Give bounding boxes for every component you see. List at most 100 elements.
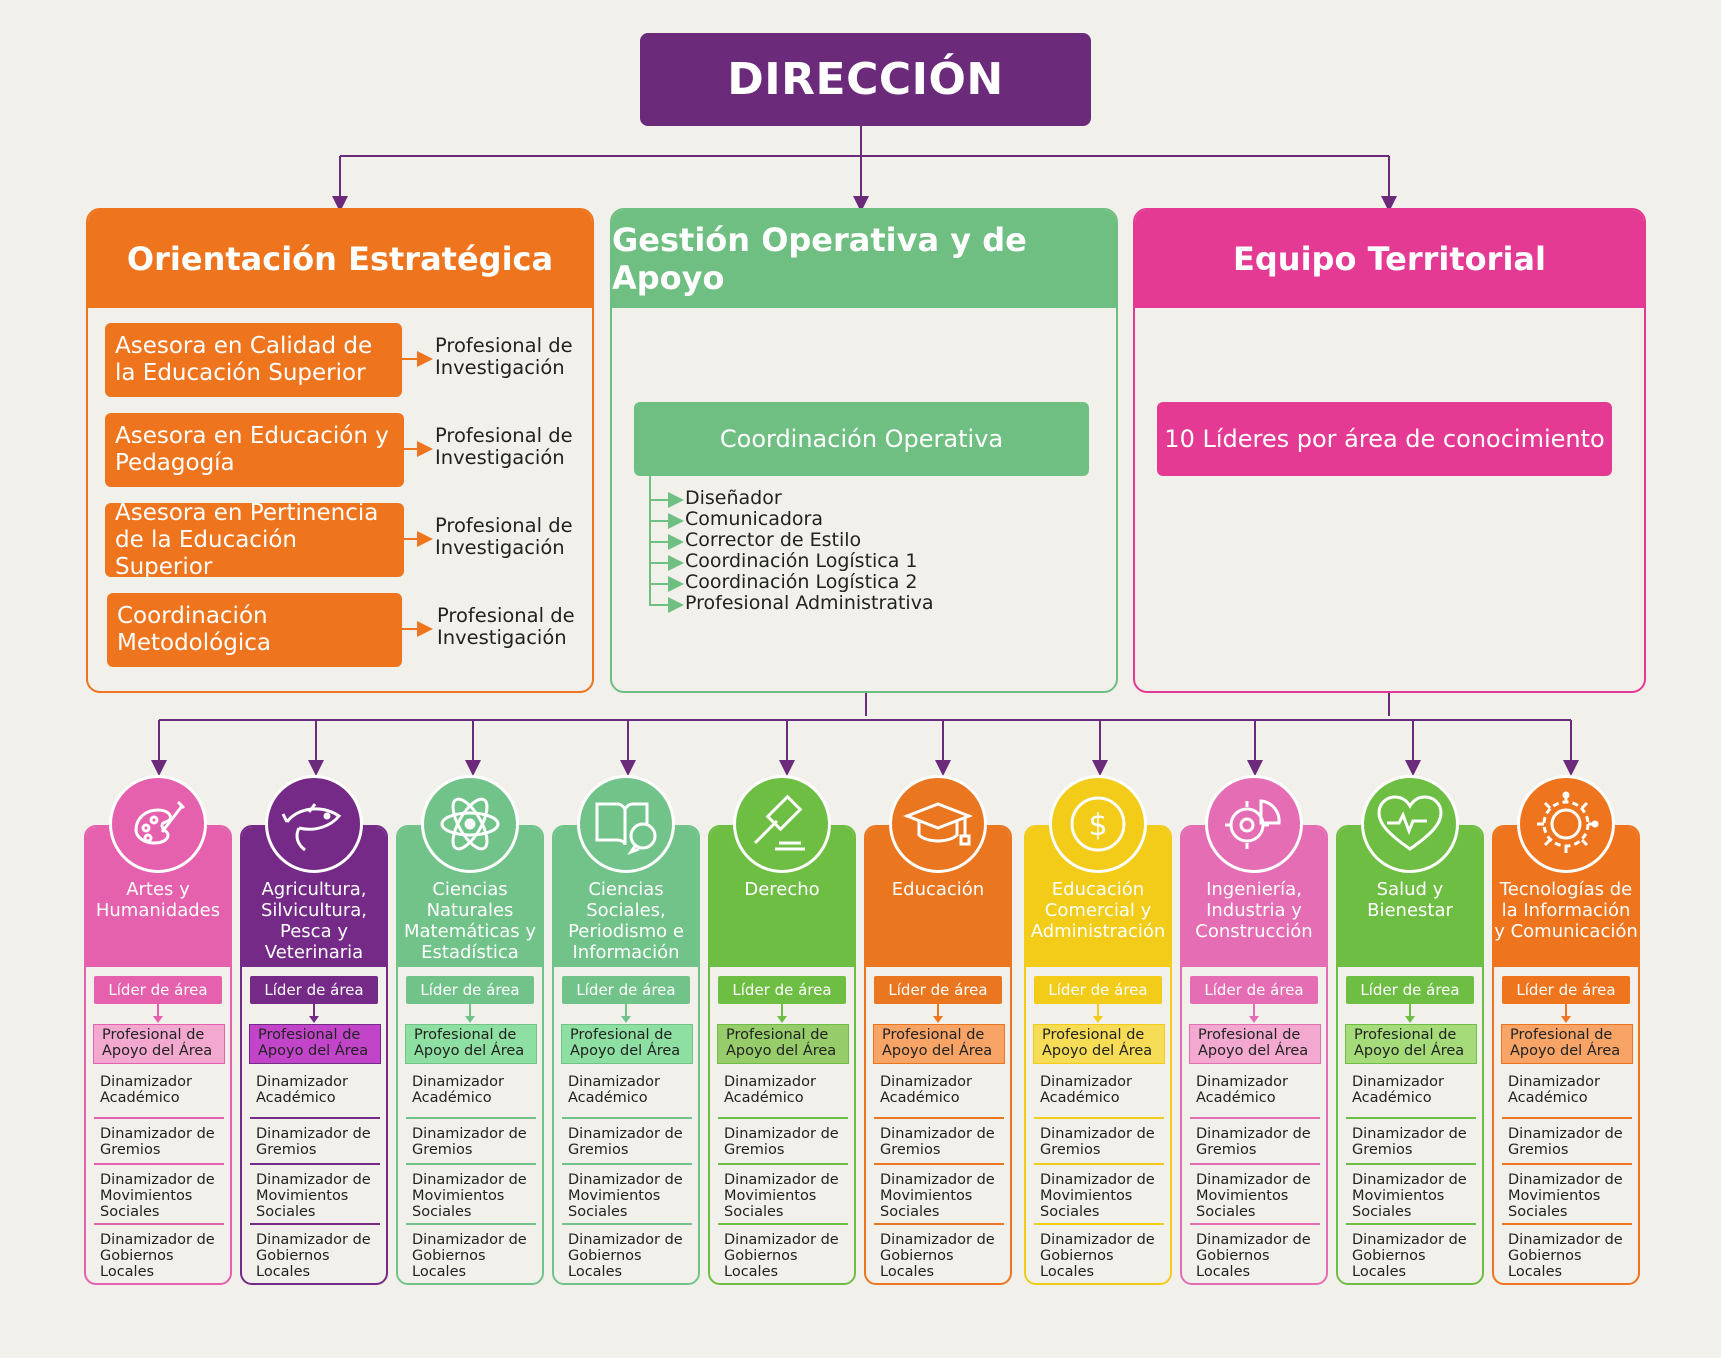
lider-de-area-label: Líder de área [1034,976,1162,1004]
dinamizador-academico-label: Dinamizador Académico [880,1074,972,1106]
dinamizador-academico-label: Dinamizador Académico [568,1074,660,1106]
lideres-box: 10 Líderes por área de conocimiento [1157,402,1612,476]
profesional-apoyo-label: Profesional de Apoyo del Área [1189,1024,1321,1064]
divider [1346,1223,1476,1225]
down-arrow-icon [1561,1004,1571,1023]
lider-de-area-label: Líder de área [94,976,222,1004]
operativa-item: Comunicadora [685,508,823,530]
dinamizador-gobiernos-label: Dinamizador de Gobiernos Locales [412,1232,527,1280]
gear-compass-icon [1205,775,1303,873]
operativa-item: Corrector de Estilo [685,529,862,551]
dinamizador-gremios-label: Dinamizador de Gremios [1508,1126,1623,1158]
divider [562,1223,692,1225]
dinamizador-gremios-label: Dinamizador de Gremios [1352,1126,1467,1158]
divider [94,1163,224,1165]
estrategica-role-3: Asesora en Pertinencia de la Educación S… [105,500,404,580]
estrategica-sub-4: Profesional de Investigación [437,604,575,649]
divider [250,1163,380,1165]
operativa-item: Diseñador [685,487,782,509]
estrategica-role-4: Coordinación Metodológica [107,593,402,667]
dinamizador-gremios-label: Dinamizador de Gremios [412,1126,527,1158]
divider [874,1223,1004,1225]
dinamizador-movimientos-label: Dinamizador de Movimientos Sociales [1352,1172,1467,1220]
down-arrow-icon [1249,1004,1259,1023]
estrategica-sub-1: Profesional de Investigación [435,334,573,379]
area-card: Ciencias Sociales, Periodismo e Informac… [552,825,700,1285]
operativa-item: Profesional Administrativa [685,592,934,614]
divider [1034,1163,1164,1165]
estrategica-role-2: Asesora en Educación y Pedagogía [105,413,404,487]
profesional-apoyo-label: Profesional de Apoyo del Área [93,1024,225,1064]
dinamizador-gremios-label: Dinamizador de Gremios [880,1126,995,1158]
down-arrow-icon [153,1004,163,1023]
divider [562,1117,692,1119]
book-chat-icon [577,775,675,873]
lider-de-area-label: Líder de área [718,976,846,1004]
dinamizador-academico-label: Dinamizador Académico [1352,1074,1444,1106]
down-arrow-icon [1405,1004,1415,1023]
profesional-apoyo-label: Profesional de Apoyo del Área [873,1024,1005,1064]
divider [718,1163,848,1165]
dinamizador-movimientos-label: Dinamizador de Movimientos Sociales [880,1172,995,1220]
dollar-coin-icon: $ [1049,775,1147,873]
fish-icon [265,775,363,873]
area-name: Ingeniería, Industria y Construcción [1182,827,1326,967]
dinamizador-academico-label: Dinamizador Académico [412,1074,504,1106]
dinamizador-academico-label: Dinamizador Académico [1508,1074,1600,1106]
operativa-item: Coordinación Logística 2 [685,571,918,593]
dinamizador-gobiernos-label: Dinamizador de Gobiernos Locales [1352,1232,1467,1280]
dinamizador-movimientos-label: Dinamizador de Movimientos Sociales [1040,1172,1155,1220]
profesional-apoyo-label: Profesional de Apoyo del Área [405,1024,537,1064]
area-name: Agricultura, Silvicultura, Pesca y Veter… [242,827,386,967]
profesional-apoyo-label: Profesional de Apoyo del Área [717,1024,849,1064]
lider-de-area-label: Líder de área [1190,976,1318,1004]
lider-de-area-label: Líder de área [406,976,534,1004]
panel-equipo-territorial: Equipo Territorial [1133,208,1646,693]
profesional-apoyo-label: Profesional de Apoyo del Área [1501,1024,1633,1064]
dinamizador-academico-label: Dinamizador Académico [724,1074,816,1106]
estrategica-role-1: Asesora en Calidad de la Educación Super… [105,323,402,397]
dinamizador-movimientos-label: Dinamizador de Movimientos Sociales [1508,1172,1623,1220]
divider [94,1223,224,1225]
divider [1190,1223,1320,1225]
divider [874,1163,1004,1165]
area-name: Salud y Bienestar [1338,827,1482,967]
lider-de-area-label: Líder de área [1502,976,1630,1004]
down-arrow-icon [309,1004,319,1023]
area-card: Ciencias Naturales Matemáticas y Estadís… [396,825,544,1285]
divider [250,1223,380,1225]
divider [1034,1223,1164,1225]
down-arrow-icon [933,1004,943,1023]
dinamizador-gobiernos-label: Dinamizador de Gobiernos Locales [880,1232,995,1280]
dinamizador-movimientos-label: Dinamizador de Movimientos Sociales [412,1172,527,1220]
dinamizador-gobiernos-label: Dinamizador de Gobiernos Locales [1508,1232,1623,1280]
dinamizador-academico-label: Dinamizador Académico [100,1074,192,1106]
panel-gestion-operativa: Gestión Operativa y de Apoyo [610,208,1118,693]
dinamizador-gremios-label: Dinamizador de Gremios [724,1126,839,1158]
area-name: Educación Comercial y Administración [1026,827,1170,967]
lider-de-area-label: Líder de área [874,976,1002,1004]
estrategica-sub-2: Profesional de Investigación [435,424,573,469]
dinamizador-gremios-label: Dinamizador de Gremios [568,1126,683,1158]
dinamizador-academico-label: Dinamizador Académico [256,1074,348,1106]
dinamizador-gremios-label: Dinamizador de Gremios [256,1126,371,1158]
dinamizador-gobiernos-label: Dinamizador de Gobiernos Locales [256,1232,371,1280]
profesional-apoyo-label: Profesional de Apoyo del Área [561,1024,693,1064]
down-arrow-icon [777,1004,787,1023]
gavel-icon [733,775,831,873]
dinamizador-gremios-label: Dinamizador de Gremios [1196,1126,1311,1158]
panel-title: Gestión Operativa y de Apoyo [612,210,1116,308]
panel-title: Equipo Territorial [1135,210,1644,308]
estrategica-sub-3: Profesional de Investigación [435,514,573,559]
operativa-item: Coordinación Logística 1 [685,550,918,572]
dinamizador-movimientos-label: Dinamizador de Movimientos Sociales [724,1172,839,1220]
divider [1346,1163,1476,1165]
dinamizador-gobiernos-label: Dinamizador de Gobiernos Locales [1040,1232,1155,1280]
dinamizador-gobiernos-label: Dinamizador de Gobiernos Locales [100,1232,215,1280]
operativa-list: Diseñador Comunicadora Corrector de Esti… [685,488,934,614]
divider [406,1163,536,1165]
graduation-cap-icon [889,775,987,873]
